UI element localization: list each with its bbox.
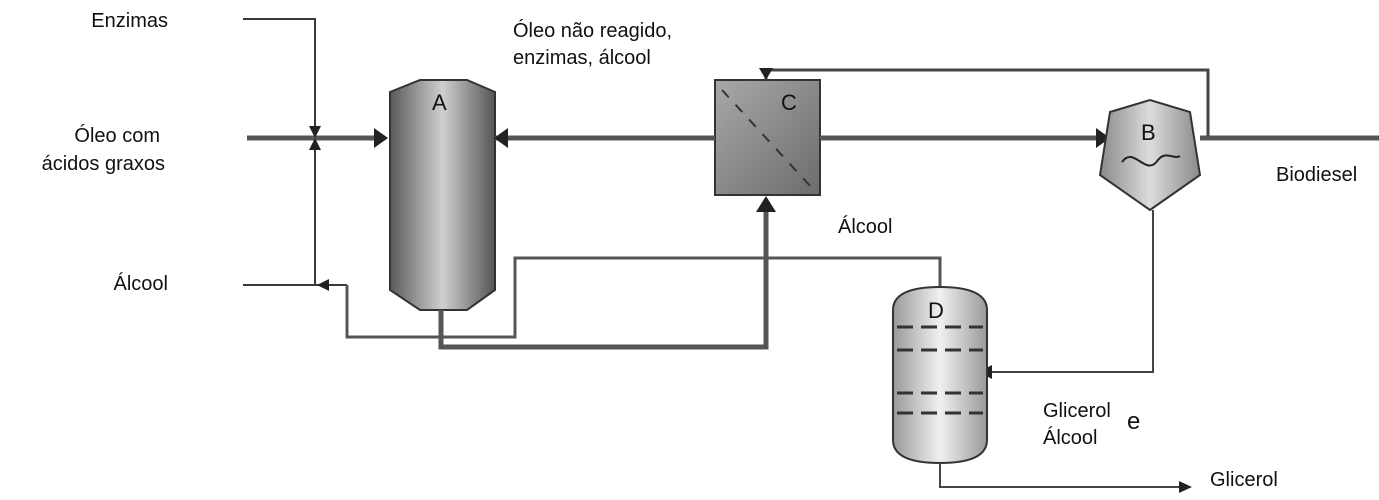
alcool-in-label: Álcool xyxy=(113,273,168,295)
filter-c: C xyxy=(714,79,821,196)
separator-b: B xyxy=(1098,98,1202,212)
b-inlet-arrow xyxy=(1096,128,1110,148)
separator-b-label: B xyxy=(1141,120,1156,145)
oleo-nao-reagido-line2: enzimas, álcool xyxy=(513,47,651,69)
alcool-recycle-line xyxy=(345,256,942,339)
glicerol-out-arrow xyxy=(1179,481,1192,493)
column-d: D xyxy=(892,285,988,465)
enzimas-feed-line xyxy=(243,18,316,285)
oleo-label-line1: Óleo com xyxy=(74,125,160,147)
glicerol-alcool-line2: Álcool xyxy=(1043,427,1098,449)
glicerol-alcool-line1: Glicerol xyxy=(1043,400,1111,422)
mixing-valve-icon xyxy=(309,126,321,150)
reactor-a-outlet-line xyxy=(438,212,769,350)
oleo-nao-reagido-line1: Óleo não reagido, xyxy=(513,20,673,42)
oleo-label-line2: ácidos graxos xyxy=(41,153,165,175)
enzimas-label: Enzimas xyxy=(91,10,168,32)
column-d-label: D xyxy=(928,298,944,323)
b-to-d-line xyxy=(990,210,1154,373)
reactor-a-label: A xyxy=(432,90,447,115)
glicerol-out-label: Glicerol xyxy=(1210,469,1278,491)
filter-c-label: C xyxy=(781,90,797,115)
c-inlet-arrow xyxy=(756,196,776,212)
alcool-mid-label: Álcool xyxy=(838,216,893,238)
c-top-arrow xyxy=(759,68,773,80)
reactor-a: A xyxy=(389,79,496,311)
biodiesel-label: Biodiesel xyxy=(1276,164,1358,186)
alcool-feed-arrow xyxy=(317,279,329,291)
c-to-a-arrow xyxy=(494,128,508,148)
glicerol-alcool-e: e xyxy=(1127,408,1141,435)
glicerol-out-line xyxy=(939,463,1180,488)
oleo-feed-arrow xyxy=(374,128,388,148)
